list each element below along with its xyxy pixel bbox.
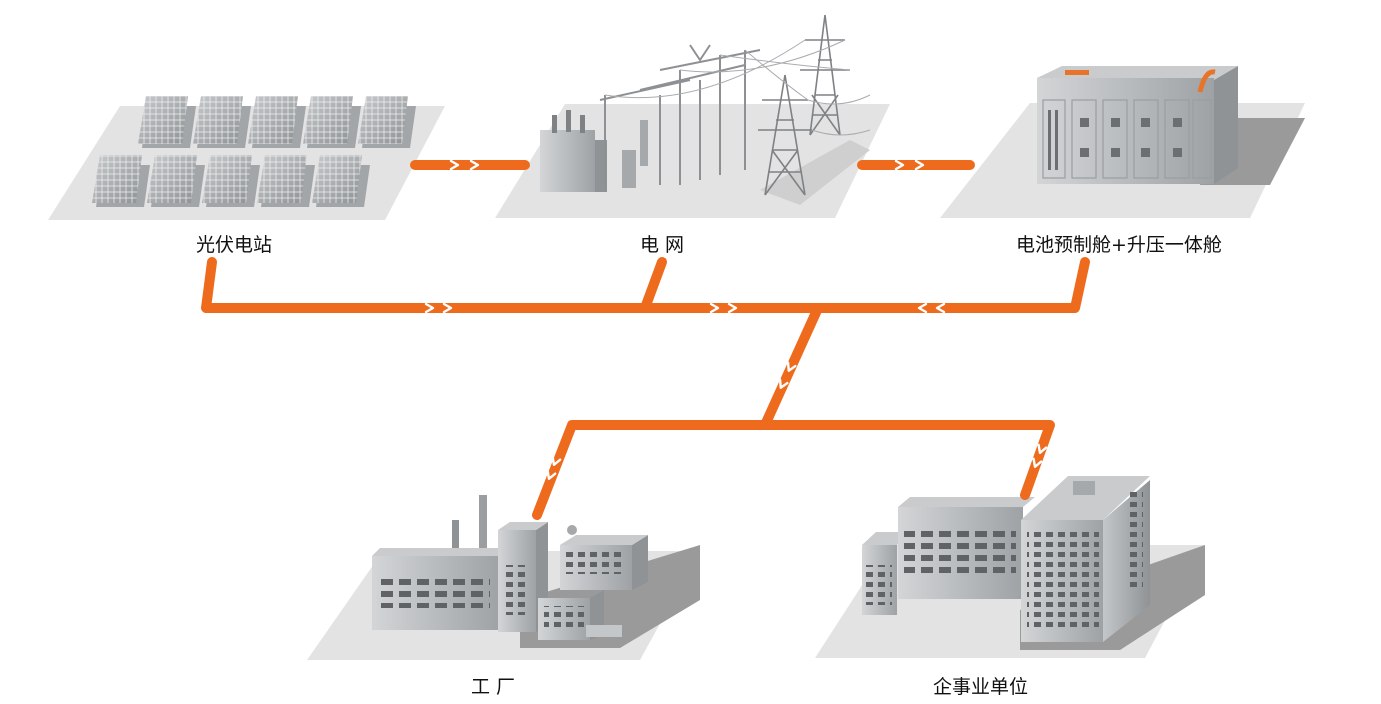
flow-chevron (546, 469, 557, 481)
flow-chevron (727, 302, 738, 314)
flow-chevron (786, 361, 797, 372)
flow-trunk (760, 303, 823, 430)
flow-grid-drop (640, 257, 667, 313)
battery-container-icon (940, 66, 1305, 218)
flow-chevron (1032, 457, 1043, 469)
energy-flow-lines (201, 160, 1090, 520)
label-solar-station: 光伏电站 (196, 234, 273, 256)
flow-branch-office (760, 420, 1055, 500)
flow-chevron (1037, 443, 1048, 455)
solar-panels (92, 96, 416, 207)
flow-chevron (424, 302, 435, 314)
flow-chevron (449, 159, 460, 171)
flow-chevron (914, 159, 925, 171)
label-battery-container: 电池预制舱+升压一体舱 (1016, 234, 1222, 256)
flow-direction-chevrons (424, 159, 1048, 481)
label-power-grid: 电 网 (640, 234, 685, 256)
solar-panel-array-icon (48, 96, 445, 220)
factory-icon (307, 495, 700, 660)
flow-chevron (709, 302, 720, 314)
flow-chevron (469, 159, 480, 171)
flow-chevron (894, 159, 905, 171)
label-office-units: 企事业单位 (933, 676, 1029, 698)
transmission-tower-substation-icon (495, 14, 890, 218)
flow-chevron (442, 302, 453, 314)
flow-chevron (935, 302, 946, 314)
flow-chevron (917, 302, 928, 314)
label-factory: 工 厂 (471, 676, 516, 698)
flow-chevron (778, 378, 789, 389)
office-building-icon (815, 476, 1205, 658)
flow-chevron (551, 455, 562, 467)
flow-branch-factory (532, 420, 770, 520)
